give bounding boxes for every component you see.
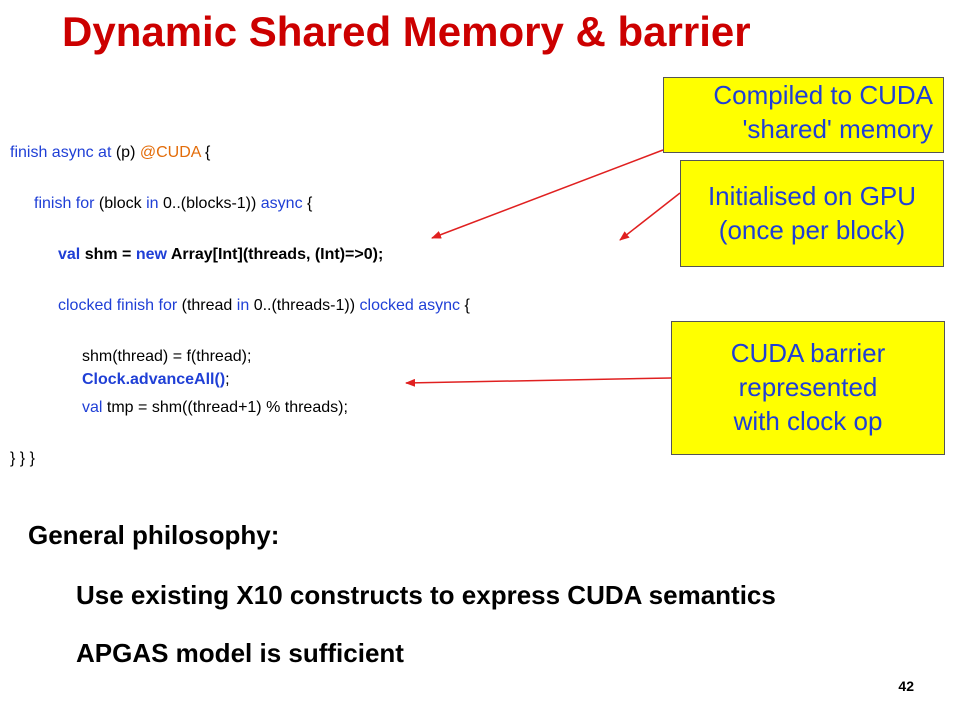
code-keyword: finish async at bbox=[10, 144, 112, 161]
code-keyword: clocked finish for bbox=[58, 297, 178, 314]
code-brace: { bbox=[307, 195, 313, 212]
code-text: (thread bbox=[181, 297, 233, 314]
code-keyword: new bbox=[135, 246, 167, 263]
code-text: tmp = shm((thread+1) % threads); bbox=[106, 399, 348, 416]
code-clock-call: Clock.advanceAll() bbox=[82, 371, 226, 388]
code-annotation: @CUDA bbox=[139, 144, 201, 161]
code-line-6: Clock.advanceAll(); bbox=[82, 370, 230, 390]
code-keyword: val bbox=[58, 246, 81, 263]
code-brace: { bbox=[205, 144, 211, 161]
callout-line: with clock op bbox=[733, 406, 883, 436]
arrow-to-shm bbox=[431, 149, 664, 239]
code-line-3: val shm = new Array[Int](threads, (Int)=… bbox=[58, 245, 383, 265]
philosophy-point-2: APGAS model is sufficient bbox=[76, 638, 404, 668]
code-keyword: val bbox=[82, 399, 103, 416]
code-keyword: finish for bbox=[34, 195, 95, 212]
code-line-7: val tmp = shm((thread+1) % threads); bbox=[82, 398, 348, 418]
code-text: Array[Int](threads, (Int)=>0); bbox=[170, 246, 384, 263]
code-keyword: clocked async bbox=[359, 297, 461, 314]
code-line-5: shm(thread) = f(thread); bbox=[82, 348, 252, 365]
callout-line: represented bbox=[738, 372, 878, 402]
code-text: (p) bbox=[115, 144, 136, 161]
callout-line: Initialised on GPU bbox=[707, 181, 917, 211]
code-text: 0..(threads-1)) bbox=[253, 297, 356, 314]
callout-line: 'shared' memory bbox=[742, 114, 933, 144]
philosophy-heading: General philosophy: bbox=[28, 520, 280, 550]
code-keyword: in bbox=[236, 297, 250, 314]
page-number: 42 bbox=[898, 678, 914, 694]
code-keyword: async bbox=[260, 195, 303, 212]
slide-title: Dynamic Shared Memory & barrier bbox=[62, 8, 751, 55]
code-keyword: in bbox=[146, 195, 159, 212]
philosophy-point-1: Use existing X10 constructs to express C… bbox=[76, 580, 776, 610]
code-text: ; bbox=[225, 371, 230, 388]
code-text: (block bbox=[98, 195, 142, 212]
code-line-1: finish async at (p) @CUDA { bbox=[10, 143, 210, 163]
callout-gpu-init: Initialised on GPU (once per block) bbox=[680, 160, 944, 267]
callout-line: Compiled to CUDA bbox=[713, 80, 933, 110]
callout-line: CUDA barrier bbox=[730, 338, 886, 368]
code-line-8: } } } bbox=[10, 450, 35, 467]
code-text: shm = bbox=[84, 246, 132, 263]
arrow-to-barrier bbox=[405, 377, 672, 387]
callout-line: (once per block) bbox=[718, 215, 906, 245]
code-text: 0..(blocks-1)) bbox=[162, 195, 257, 212]
code-brace: { bbox=[464, 297, 470, 314]
callout-shared-memory: Compiled to CUDA 'shared' memory bbox=[663, 77, 944, 153]
code-line-4: clocked finish for (thread in 0..(thread… bbox=[58, 296, 470, 316]
callout-cuda-barrier: CUDA barrier represented with clock op bbox=[671, 321, 945, 455]
code-line-2: finish for (block in 0..(blocks-1)) asyn… bbox=[34, 194, 312, 214]
arrow-to-gpu-init bbox=[619, 192, 681, 241]
